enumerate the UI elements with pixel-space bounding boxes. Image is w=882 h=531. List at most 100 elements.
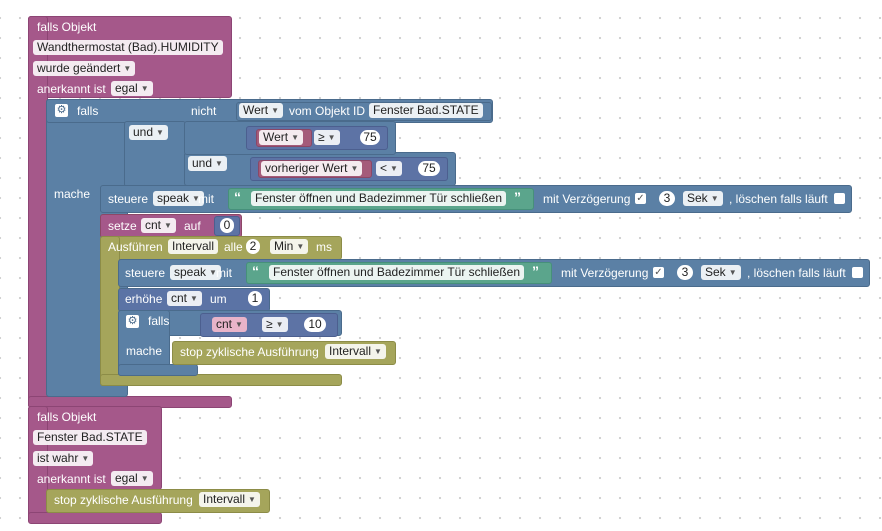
chevron-down-icon: ▼ — [710, 194, 719, 203]
object-id-field[interactable]: Wandthermostat (Bad).HUMIDITY — [33, 40, 223, 55]
gear-icon[interactable]: ⚙ — [126, 315, 139, 328]
ms-label: ms — [316, 240, 332, 254]
control-label-2: steuere — [125, 266, 166, 280]
chevron-down-icon: ▼ — [81, 454, 90, 463]
chevron-down-icon: ▼ — [275, 320, 284, 329]
chevron-down-icon: ▼ — [327, 133, 336, 142]
from-object-label: vom Objekt ID — [289, 104, 366, 118]
quote-close-icon: ” — [532, 263, 539, 279]
chevron-down-icon: ▼ — [215, 159, 223, 168]
chevron-down-icon: ▼ — [140, 474, 149, 483]
chevron-down-icon: ▼ — [350, 164, 359, 173]
chevron-down-icon: ▼ — [296, 242, 305, 251]
interval-name-field[interactable]: Intervall — [168, 239, 219, 254]
event-dropdown-2[interactable]: ist wahr▼ — [33, 451, 94, 466]
previous-value-dropdown[interactable]: vorheriger Wert▼ — [261, 161, 363, 176]
number-75-a[interactable]: 75 — [360, 130, 380, 145]
interval-unit-dropdown[interactable]: Min▼ — [270, 239, 309, 254]
stop-label-2: stop zyklische Ausführung — [54, 493, 193, 507]
not-label: nicht — [191, 104, 217, 118]
value-dropdown-2[interactable]: Wert▼ — [259, 130, 304, 145]
with-label: mit — [198, 192, 214, 206]
variable-dropdown-1[interactable]: cnt▼ — [141, 218, 176, 233]
with-label-2: mit — [216, 266, 232, 280]
chevron-down-icon: ▼ — [164, 221, 172, 230]
quote-open-icon: “ — [252, 263, 259, 279]
delay-value-2[interactable]: 3 — [677, 265, 693, 280]
set-label: setze — [108, 219, 137, 233]
chevron-down-icon: ▼ — [374, 347, 382, 356]
number-75-b[interactable]: 75 — [418, 161, 440, 176]
chevron-down-icon: ▼ — [248, 495, 256, 504]
delay-checkbox[interactable]: ✓ — [635, 193, 646, 204]
control-label: steuere — [108, 192, 149, 206]
event-dropdown[interactable]: wurde geändert▼ — [33, 61, 136, 76]
quote-close-icon: ” — [514, 189, 521, 205]
ack-dropdown[interactable]: egal▼ — [111, 81, 153, 96]
if-block-2-bottom — [118, 364, 198, 376]
stop-target-dropdown-2[interactable]: Intervall▼ — [199, 492, 260, 507]
trigger-block-2-bottom — [28, 512, 162, 524]
clear-running-label: , löschen falls läuft — [729, 192, 828, 206]
to-label: auf — [184, 219, 201, 233]
target-dropdown-2[interactable]: speak▼ — [170, 265, 221, 280]
chevron-down-icon: ▼ — [271, 106, 280, 115]
and-dropdown-1[interactable]: und▼ — [129, 125, 168, 140]
chevron-down-icon: ▼ — [291, 133, 300, 142]
number-0[interactable]: 0 — [220, 218, 234, 233]
operator-dropdown-1[interactable]: ≥▼ — [314, 130, 340, 145]
delay-value[interactable]: 3 — [659, 191, 675, 206]
chevron-down-icon: ▼ — [156, 128, 164, 137]
do-label: mache — [54, 187, 91, 201]
every-label: alle — [224, 240, 243, 254]
number-10[interactable]: 10 — [304, 317, 326, 332]
gear-icon[interactable]: ⚙ — [55, 104, 68, 117]
if-label: falls — [77, 104, 99, 118]
delay-unit-dropdown[interactable]: Sek▼ — [683, 191, 723, 206]
operator-dropdown-3[interactable]: ≥▼ — [262, 317, 288, 332]
clear-running-checkbox[interactable] — [834, 193, 845, 204]
increment-label: erhöhe — [125, 292, 163, 306]
trigger-title: falls Objekt — [37, 20, 97, 34]
operator-dropdown-2[interactable]: <▼ — [376, 161, 402, 176]
run-label: Ausführen — [108, 240, 163, 254]
do-label-2: mache — [126, 344, 163, 358]
increment-value[interactable]: 1 — [248, 291, 262, 306]
ack-label: anerkannt ist — [37, 82, 106, 96]
interval-block-bottom — [100, 374, 342, 386]
variable-dropdown-3[interactable]: cnt▼ — [212, 317, 247, 332]
clear-running-checkbox-2[interactable] — [852, 267, 863, 278]
chevron-down-icon: ▼ — [209, 268, 217, 277]
delay-label-2: mit Verzögerung — [561, 266, 649, 280]
variable-dropdown-2[interactable]: cnt▼ — [167, 291, 202, 306]
if-label-2: falls — [148, 314, 170, 328]
delay-label: mit Verzögerung — [543, 192, 631, 206]
chevron-down-icon: ▼ — [192, 194, 200, 203]
target-dropdown[interactable]: speak▼ — [153, 191, 204, 206]
interval-value[interactable]: 2 — [246, 239, 260, 254]
and-dropdown-2[interactable]: und▼ — [188, 156, 227, 171]
text-field-1[interactable]: Fenster öffnen und Badezimmer Tür schlie… — [251, 191, 507, 206]
chevron-down-icon: ▼ — [390, 164, 398, 173]
interval-block-spine — [100, 236, 120, 386]
object-id-field-3[interactable]: Fenster Bad.STATE — [33, 430, 147, 445]
by-label: um — [210, 292, 227, 306]
object-id-field-2[interactable]: Fenster Bad.STATE — [369, 103, 483, 118]
quote-open-icon: “ — [234, 189, 241, 205]
chevron-down-icon: ▼ — [123, 64, 132, 73]
chevron-down-icon: ▼ — [140, 84, 149, 93]
chevron-down-icon: ▼ — [728, 268, 737, 277]
ack-label-2: anerkannt ist — [37, 472, 106, 486]
trigger-title-2: falls Objekt — [37, 410, 97, 424]
ack-dropdown-2[interactable]: egal▼ — [111, 471, 153, 486]
stop-label-1: stop zyklische Ausführung — [180, 345, 319, 359]
delay-unit-dropdown-2[interactable]: Sek▼ — [701, 265, 741, 280]
clear-running-label-2: , löschen falls läuft — [747, 266, 846, 280]
stop-target-dropdown-1[interactable]: Intervall▼ — [325, 344, 386, 359]
value-dropdown[interactable]: Wert▼ — [239, 103, 284, 118]
text-field-2[interactable]: Fenster öffnen und Badezimmer Tür schlie… — [269, 265, 525, 280]
chevron-down-icon: ▼ — [235, 320, 243, 329]
chevron-down-icon: ▼ — [190, 294, 198, 303]
delay-checkbox-2[interactable]: ✓ — [653, 267, 664, 278]
